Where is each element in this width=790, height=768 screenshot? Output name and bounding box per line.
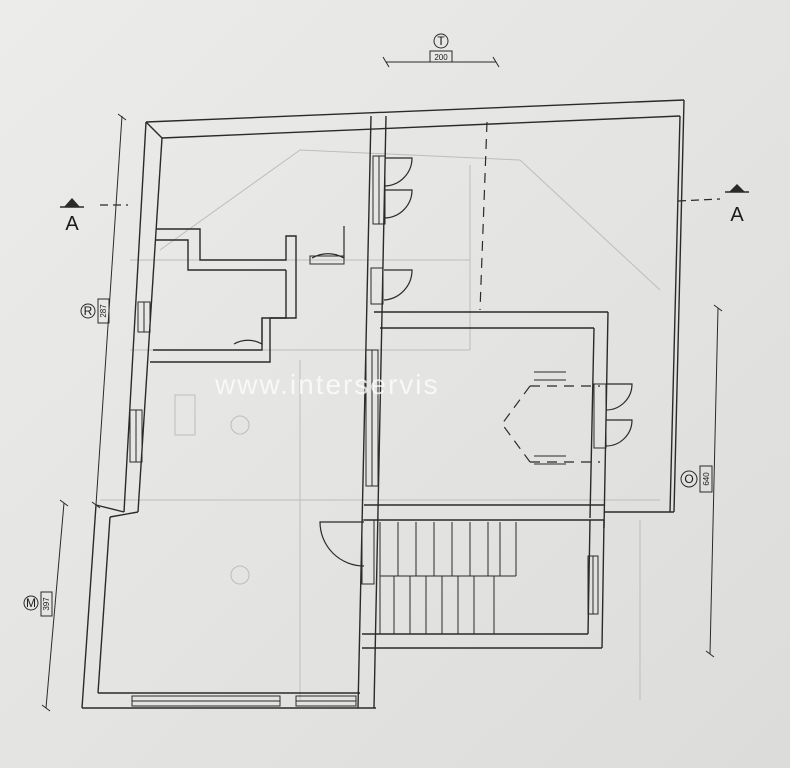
section-marker-left: A xyxy=(60,198,128,235)
section-marker-right-label: A xyxy=(730,204,744,226)
dimension-right-value: 640 xyxy=(702,472,711,486)
section-marker-right: A xyxy=(677,184,749,226)
section-marker-left-label: A xyxy=(65,213,79,235)
dimension-lower-value: 397 xyxy=(42,597,51,611)
dimension-left-letter: R xyxy=(84,304,93,318)
dimension-top-letter: T xyxy=(437,34,445,48)
dimension-lower-letter: M xyxy=(26,596,36,610)
dashed-lines xyxy=(479,121,600,463)
door-swings xyxy=(233,157,633,567)
dimension-left-value: 287 xyxy=(99,304,108,318)
dimension-left: R 287 xyxy=(80,298,110,324)
dimension-right-letter: O xyxy=(684,472,693,486)
dimension-right: O 640 xyxy=(680,465,713,493)
watermark-text: www.interservis xyxy=(214,369,439,400)
dimension-top-value: 200 xyxy=(434,53,448,62)
stairs xyxy=(379,522,517,634)
dimension-lower: M 397 xyxy=(23,591,53,617)
dimension-top: T 200 xyxy=(429,33,453,63)
windows xyxy=(129,155,607,707)
